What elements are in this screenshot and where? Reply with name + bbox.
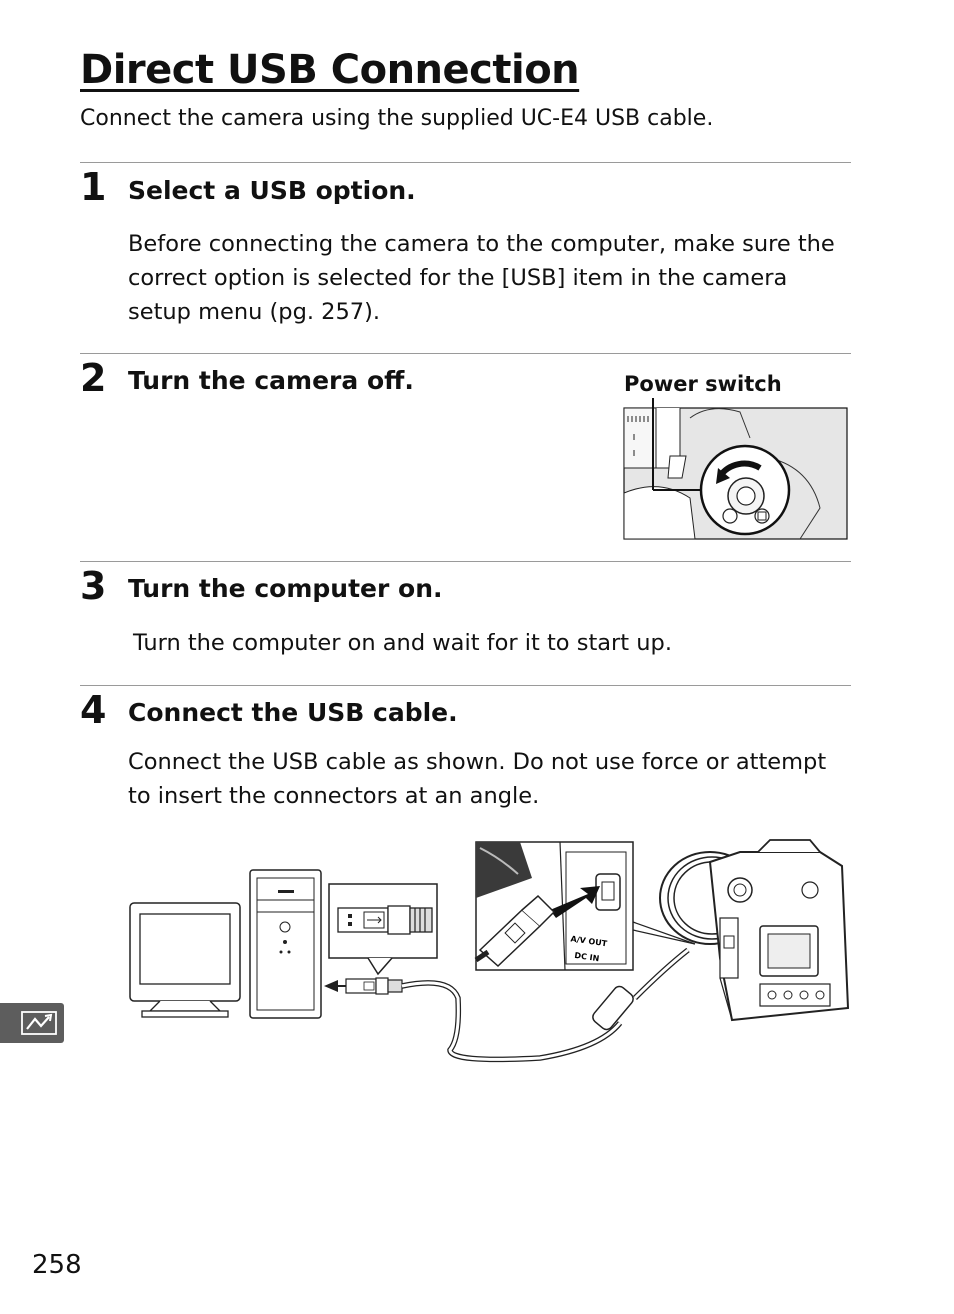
step-number: 4 [80,688,107,732]
step-divider [80,353,851,354]
step-title: Turn the camera off. [128,366,414,395]
page-title: Direct USB Connection [80,47,580,93]
power-switch-caption: Power switch [624,372,782,396]
dc-in-label: DC IN [574,951,600,963]
step-number: 3 [80,564,107,608]
monitor-illustration [129,902,241,1018]
step-body: Before connecting the camera to the comp… [128,231,835,325]
section-tab [0,1003,64,1043]
step-title: Turn the computer on. [128,574,443,603]
computer-tower-illustration [249,869,322,1019]
step-title: Select a USB option. [128,176,416,205]
step-number: 1 [80,165,107,209]
connection-icon [21,1011,57,1035]
step-divider [80,162,851,163]
usb-connection-illustration: A/V OUT DC IN [129,839,850,1063]
page-number: 258 [32,1250,82,1280]
step-body: Turn the computer on and wait for it to … [133,630,672,656]
page-subtitle: Connect the camera using the supplied UC… [80,106,714,131]
camera-port-closeup: A/V OUT DC IN [474,841,634,971]
usb-plug-callout [328,883,438,976]
step-divider [80,561,851,562]
power-switch-illustration [623,398,848,540]
step-title: Connect the USB cable. [128,698,458,727]
step-divider [80,685,851,686]
step-body: Connect the USB cable as shown. Do not u… [128,749,827,809]
step-number: 2 [80,356,107,400]
camera-illustration [659,839,850,1022]
